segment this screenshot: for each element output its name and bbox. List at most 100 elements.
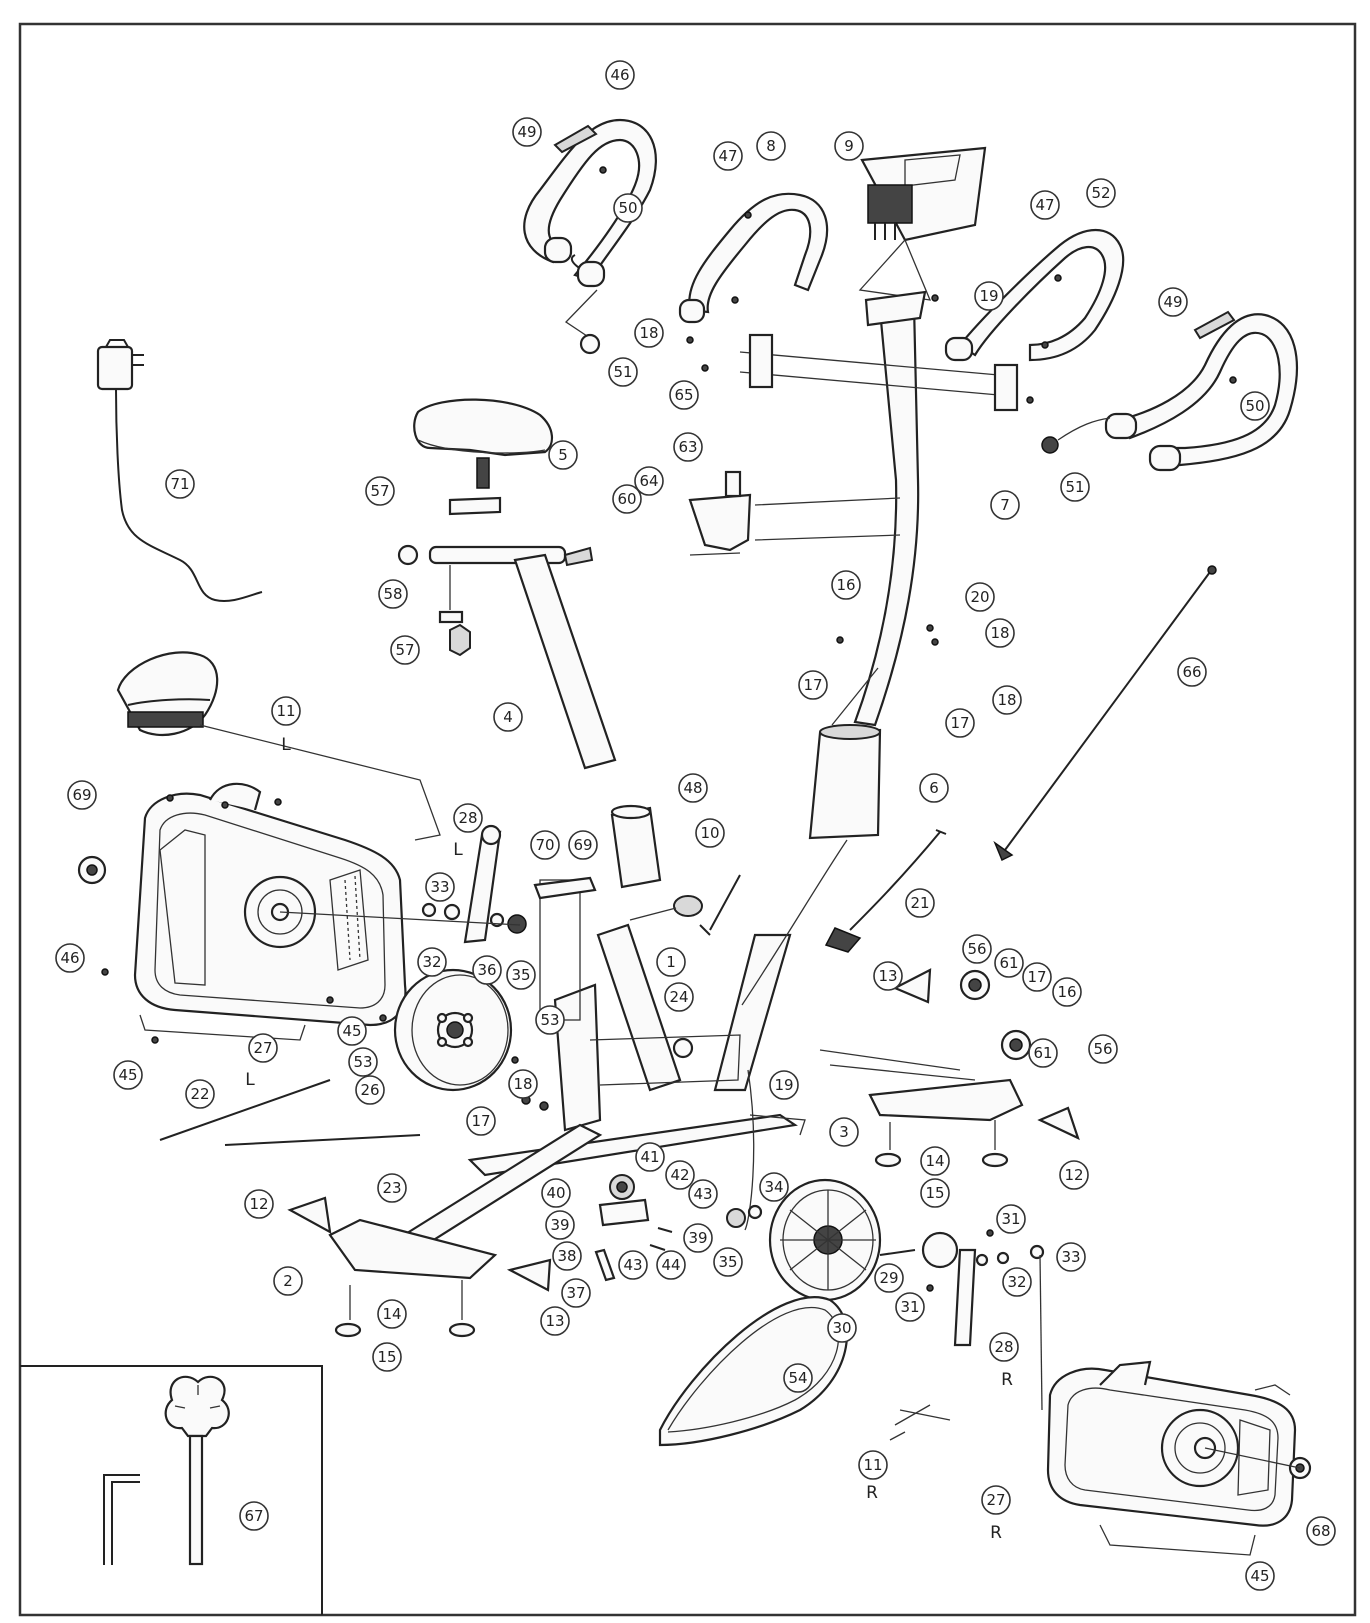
callout-c54: 54 bbox=[783, 1363, 813, 1393]
left-side-cover-27 bbox=[77, 782, 407, 1041]
axle-rod-23 bbox=[224, 1134, 421, 1146]
callout-number: 49 bbox=[517, 123, 536, 141]
callout-c28L: 28 bbox=[453, 803, 483, 833]
callout-c71: 71 bbox=[165, 469, 195, 499]
seat-post-4 bbox=[513, 553, 617, 770]
callout-number: 45 bbox=[1250, 1567, 1269, 1585]
callout-number: 18 bbox=[990, 624, 1009, 642]
callout-c13b: 13 bbox=[540, 1306, 570, 1336]
callout-number: 4 bbox=[503, 708, 513, 726]
callout-c35a: 35 bbox=[506, 960, 536, 990]
callout-number: 19 bbox=[774, 1076, 793, 1094]
callout-number: 1 bbox=[666, 953, 676, 971]
callout-number: 71 bbox=[170, 475, 189, 493]
callout-c44: 44 bbox=[656, 1250, 686, 1280]
callout-number: 27 bbox=[986, 1491, 1005, 1509]
callout-number: 32 bbox=[422, 953, 441, 971]
callout-c22: 22 bbox=[185, 1079, 215, 1109]
sensor-cable-21 bbox=[824, 829, 947, 953]
handlebar-8 bbox=[678, 192, 829, 324]
callout-c39b: 39 bbox=[683, 1223, 713, 1253]
callout-c12b: 12 bbox=[244, 1189, 274, 1219]
callout-c43a: 43 bbox=[688, 1179, 718, 1209]
callout-number: 51 bbox=[613, 363, 632, 381]
callout-number: 45 bbox=[342, 1022, 361, 1040]
seat-5 bbox=[413, 398, 553, 489]
callout-number: 39 bbox=[688, 1229, 707, 1247]
callout-number: 17 bbox=[471, 1112, 490, 1130]
callout-c17c: 17 bbox=[1022, 962, 1052, 992]
callout-number: 35 bbox=[511, 966, 530, 984]
callout-number: 69 bbox=[573, 836, 592, 854]
callout-c40: 40 bbox=[541, 1178, 571, 1208]
brake-bracket-assembly bbox=[594, 1174, 763, 1282]
callout-c49b: 49 bbox=[1158, 287, 1188, 317]
callout-number: 36 bbox=[477, 961, 496, 979]
callout-c15a: 15 bbox=[920, 1178, 950, 1208]
callout-number: 49 bbox=[1163, 293, 1182, 311]
callout-c34: 34 bbox=[759, 1172, 789, 1202]
callout-c28R: 28 bbox=[989, 1332, 1019, 1362]
callout-number: 9 bbox=[844, 137, 854, 155]
callout-number: 2 bbox=[283, 1272, 293, 1290]
callout-number: 15 bbox=[925, 1184, 944, 1202]
callout-c45a: 45 bbox=[337, 1016, 367, 1046]
console-monitor-9 bbox=[858, 146, 987, 301]
left-pulse-sensor-49 bbox=[553, 124, 598, 154]
callout-c19a: 19 bbox=[974, 281, 1004, 311]
callout-number: 47 bbox=[718, 147, 737, 165]
callout-number: 57 bbox=[395, 641, 414, 659]
callout-number: 51 bbox=[1065, 478, 1084, 496]
callout-c51b: 51 bbox=[1060, 472, 1090, 502]
right-handlebar-46 bbox=[1104, 313, 1298, 472]
callout-number: 8 bbox=[766, 137, 776, 155]
callout-number: 46 bbox=[610, 66, 629, 84]
callout-number: 21 bbox=[910, 894, 929, 912]
callout-number: 61 bbox=[1033, 1044, 1052, 1062]
callout-c11R: 11 bbox=[858, 1450, 888, 1480]
callout-number: 11 bbox=[863, 1456, 882, 1474]
callout-number: 12 bbox=[1064, 1166, 1083, 1184]
callout-number: 14 bbox=[925, 1152, 944, 1170]
callout-c67: 67 bbox=[239, 1501, 269, 1531]
callout-number: 17 bbox=[1027, 968, 1046, 986]
callout-c38: 38 bbox=[552, 1241, 582, 1271]
callout-number: 56 bbox=[967, 940, 986, 958]
callout-number: 18 bbox=[639, 324, 658, 342]
callout-number: 67 bbox=[244, 1507, 263, 1525]
left-pedal-11 bbox=[116, 651, 441, 841]
callout-number: 32 bbox=[1007, 1273, 1026, 1291]
callout-number: 11 bbox=[276, 702, 295, 720]
callout-c36: 36 bbox=[472, 955, 502, 985]
callout-number: 14 bbox=[382, 1305, 401, 1323]
diagram-frame bbox=[18, 22, 1357, 1617]
callout-number: 68 bbox=[1311, 1522, 1330, 1540]
front-stabilizer-3 bbox=[819, 968, 1080, 1168]
callout-c35b: 35 bbox=[713, 1247, 743, 1277]
callout-number: 18 bbox=[997, 691, 1016, 709]
callout-number: 45 bbox=[118, 1066, 137, 1084]
callout-c10: 10 bbox=[695, 818, 725, 848]
callout-number: 64 bbox=[639, 472, 658, 490]
end-cap-51b bbox=[1041, 436, 1059, 454]
callout-number: 13 bbox=[878, 967, 897, 985]
multi-wrench-tool bbox=[164, 1375, 230, 1566]
callout-c18c: 18 bbox=[992, 685, 1022, 715]
callout-number: 43 bbox=[623, 1256, 642, 1274]
callout-c12a: 12 bbox=[1059, 1160, 1089, 1190]
callout-number: 52 bbox=[1091, 184, 1110, 202]
callout-number: 60 bbox=[617, 490, 636, 508]
callout-number: 57 bbox=[370, 482, 389, 500]
power-adapter bbox=[96, 339, 263, 602]
callout-number: 15 bbox=[377, 1348, 396, 1366]
callout-c57a: 57 bbox=[365, 476, 395, 506]
callout-c45c: 45 bbox=[1245, 1561, 1275, 1591]
axle-rod-22 bbox=[159, 1079, 331, 1141]
callout-c26: 26 bbox=[355, 1075, 385, 1105]
callout-c4: 4 bbox=[493, 702, 523, 732]
callout-number: 17 bbox=[803, 676, 822, 694]
left-crank-arm-28 bbox=[463, 824, 502, 944]
callout-c32a: 32 bbox=[417, 947, 447, 977]
